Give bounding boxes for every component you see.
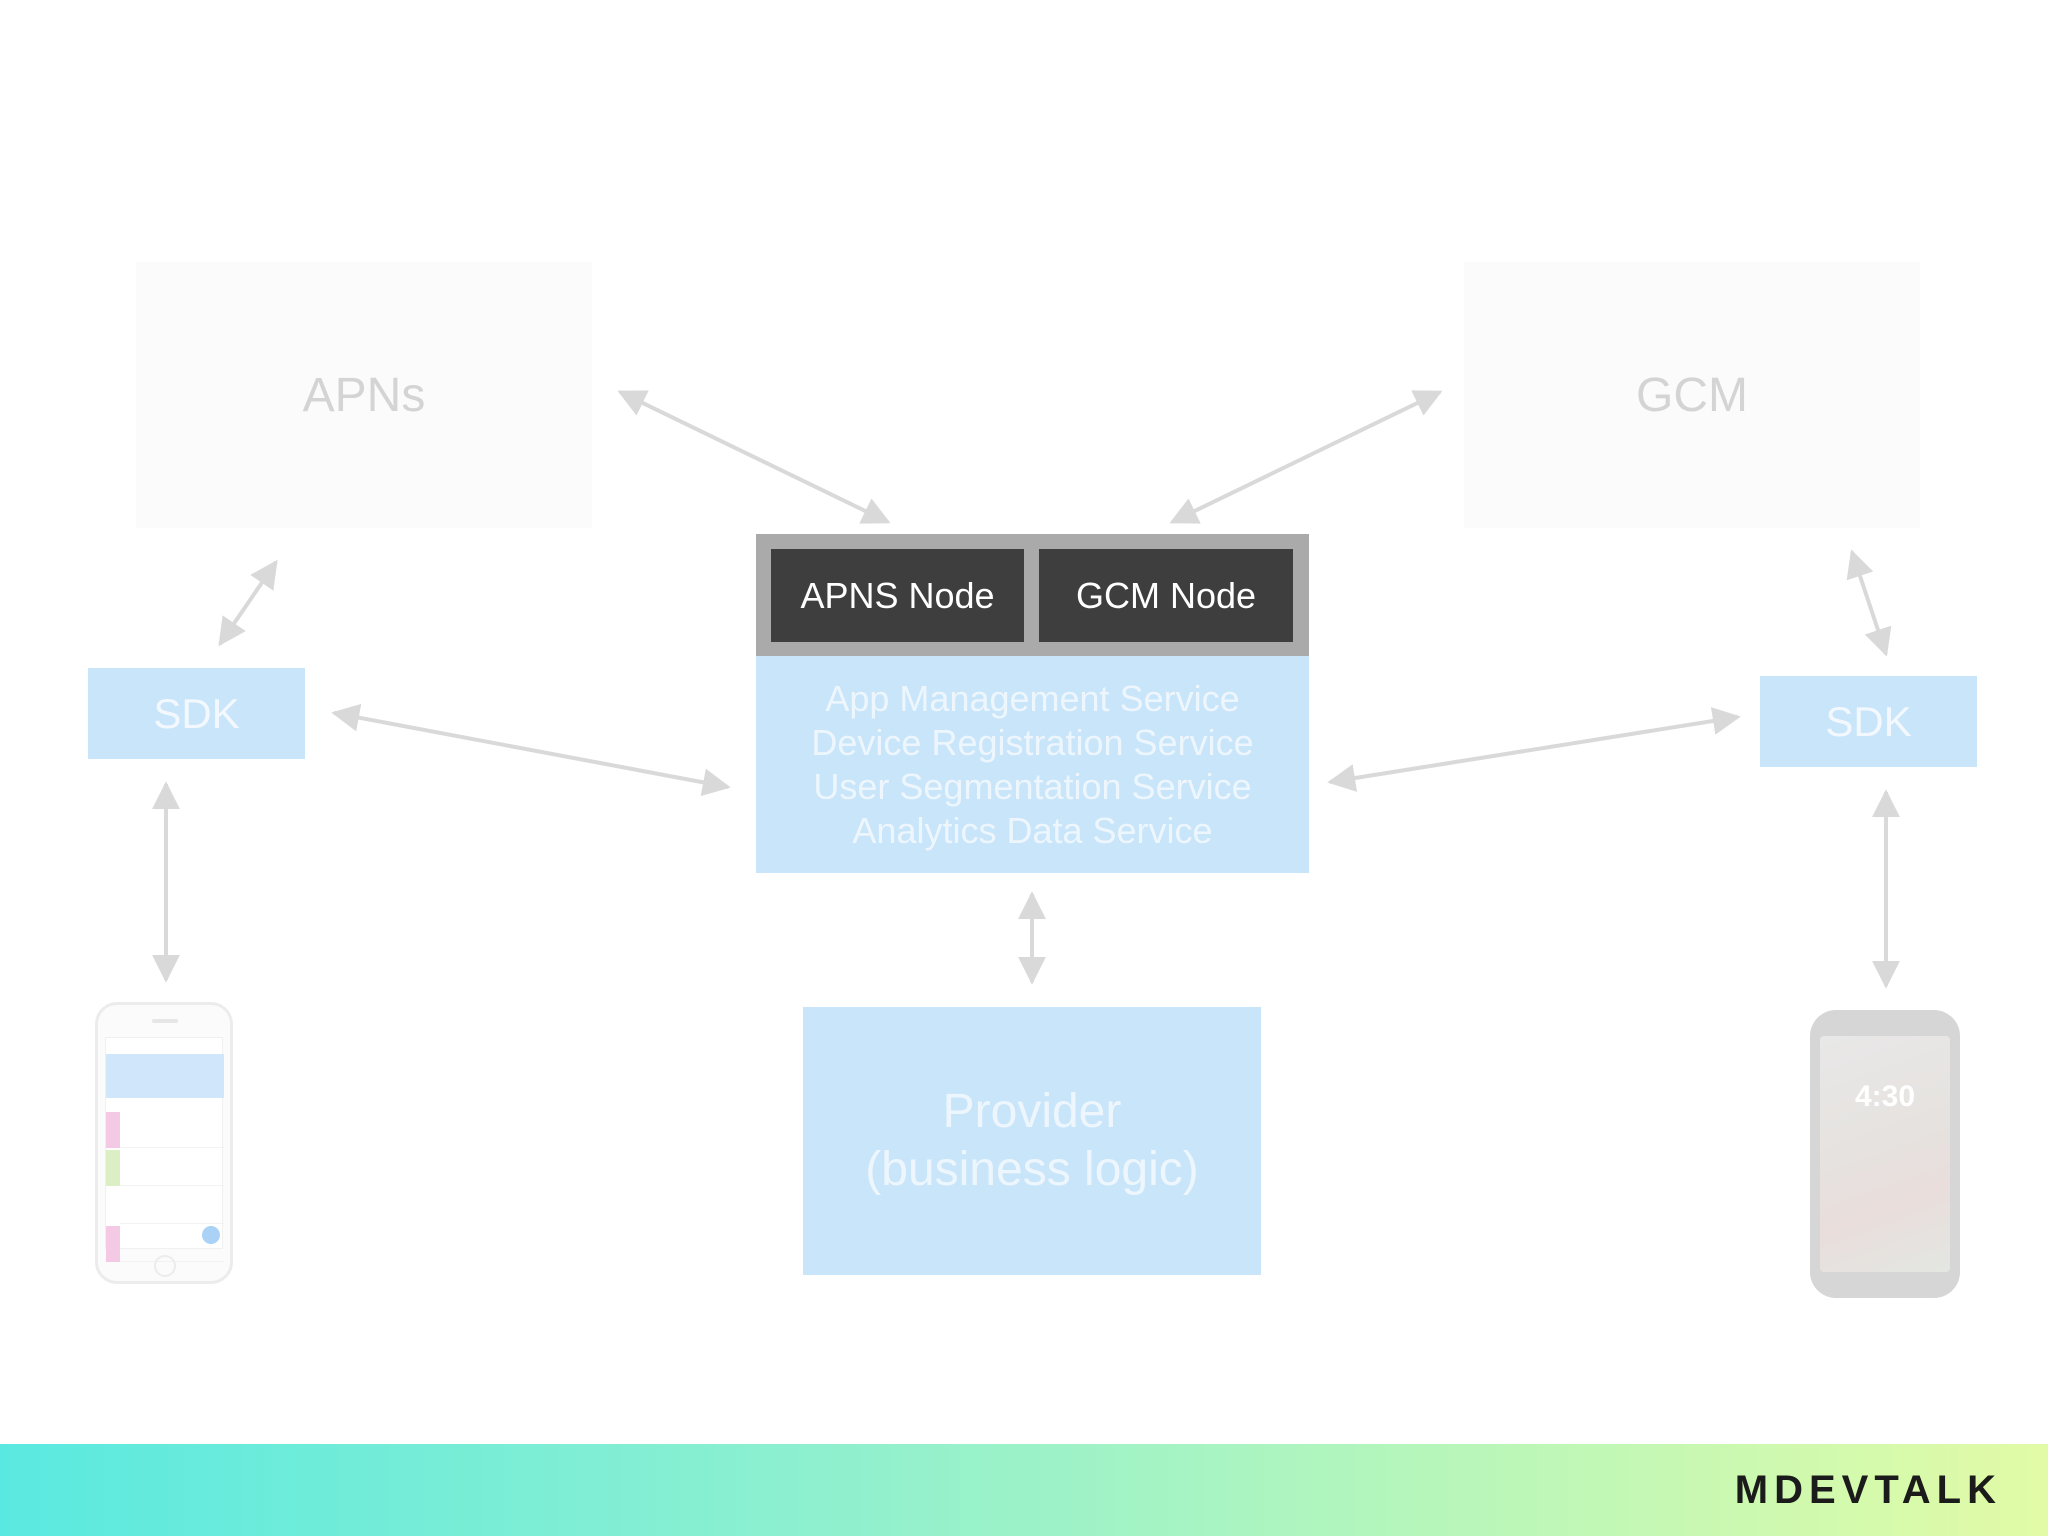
service-user-segmentation: User Segmentation Service	[813, 765, 1252, 807]
brand-logo: MDEVTALK	[1735, 1464, 2002, 1516]
provider-title: Provider	[942, 1085, 1122, 1138]
apns-label: APNs	[302, 368, 426, 422]
android-screen: 4:30	[1820, 1036, 1950, 1272]
service-analytics-data: Analytics Data Service	[852, 809, 1213, 851]
iphone-speaker	[152, 1019, 178, 1023]
arrow-gcm-to-sdk-right	[1846, 549, 1892, 657]
node-frame: APNS Node GCM Node	[756, 534, 1309, 656]
sdk-left-box: SDK	[88, 668, 305, 759]
iphone-add-icon	[202, 1226, 220, 1244]
android-clock: 4:30	[1854, 1080, 1916, 1113]
iphone-balance-header	[106, 1054, 224, 1098]
provider-box: Provider (business logic)	[803, 1007, 1261, 1275]
brand-text: MDEVTALK	[1734, 1467, 2002, 1512]
arrow-services-to-sdk-right	[1327, 707, 1741, 792]
service-device-registration: Device Registration Service	[811, 721, 1254, 763]
iphone-list-row	[106, 1150, 224, 1186]
iphone-home-button	[154, 1255, 176, 1277]
arrow-apns-to-sdk-left	[218, 559, 278, 647]
provider-subtitle: (business logic)	[865, 1143, 1199, 1196]
services-box: App Management Service Device Registrati…	[756, 656, 1309, 873]
apns-node-label: APNS Node	[800, 574, 995, 616]
iphone-image	[95, 1002, 233, 1284]
footer-bar: MDEVTALK	[0, 1444, 2048, 1536]
apns-node: APNS Node	[771, 549, 1024, 642]
arrow-apns-to-node	[617, 390, 891, 524]
sdk-left-label: SDK	[153, 689, 240, 737]
iphone-screen	[105, 1037, 224, 1262]
sdk-right-box: SDK	[1760, 676, 1977, 767]
gcm-node-label: GCM Node	[1075, 574, 1257, 616]
sdk-right-label: SDK	[1825, 697, 1912, 745]
apns-box: APNs	[136, 262, 592, 528]
arrow-sdk-left-to-services	[331, 703, 731, 797]
arrow-gcm-to-node	[1169, 390, 1443, 524]
service-app-management: App Management Service	[825, 677, 1240, 719]
gcm-node: GCM Node	[1039, 549, 1293, 642]
gcm-label: GCM	[1636, 368, 1748, 422]
iphone-list-row	[106, 1112, 224, 1148]
android-phone-image: 4:30	[1810, 1010, 1960, 1298]
iphone-list-row	[106, 1188, 224, 1224]
gcm-box: GCM	[1464, 262, 1920, 528]
